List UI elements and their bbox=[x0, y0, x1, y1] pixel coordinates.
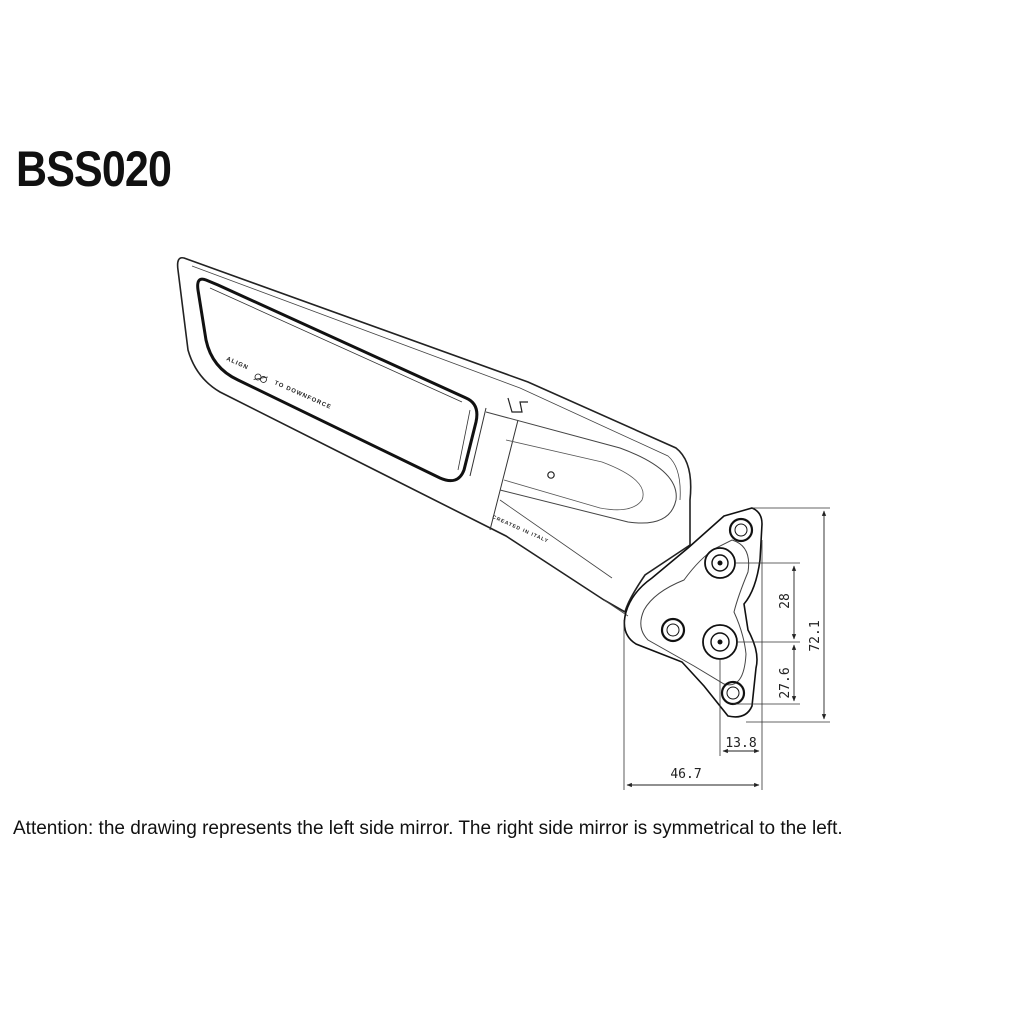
mount-bracket bbox=[623, 507, 763, 718]
seam-line bbox=[469, 407, 519, 531]
created-in-label: CREATED IN ITALY bbox=[491, 514, 549, 544]
airfoil-pod-inner bbox=[503, 439, 644, 511]
left-corner-screw bbox=[660, 617, 686, 643]
mirror-body-outline bbox=[176, 256, 692, 614]
top-corner-screw bbox=[728, 517, 754, 543]
dim-lower-offset: 27.6 bbox=[778, 667, 793, 698]
mount-bracket-inner bbox=[640, 539, 750, 686]
product-code-title: BSS020 bbox=[16, 141, 172, 197]
symmetry-note: Attention: the drawing represents the le… bbox=[13, 818, 843, 839]
pod-screw bbox=[547, 471, 555, 479]
dim-hole-spacing: 28 bbox=[778, 593, 793, 609]
dimension-lines bbox=[626, 510, 827, 788]
bottom-corner-screw bbox=[720, 680, 746, 706]
mirror-arm bbox=[499, 499, 629, 617]
downforce-label: TO DOWNFORCE bbox=[273, 380, 332, 411]
mirror-glass bbox=[196, 277, 479, 483]
upper-mount-bolt bbox=[704, 547, 736, 579]
mirror-frame-inner bbox=[191, 265, 681, 501]
dim-total-width: 46.7 bbox=[670, 767, 701, 782]
dim-hole-offset-x: 13.8 bbox=[725, 736, 756, 751]
align-label: ALIGN bbox=[225, 356, 249, 371]
airfoil-pod bbox=[485, 411, 677, 524]
dim-total-height: 72.1 bbox=[808, 620, 823, 651]
align-icon bbox=[253, 373, 268, 383]
mirror-notch bbox=[507, 397, 528, 413]
lower-mount-bolt bbox=[702, 624, 738, 660]
mirror-glass-inner bbox=[209, 287, 471, 471]
extension-lines bbox=[623, 507, 830, 790]
